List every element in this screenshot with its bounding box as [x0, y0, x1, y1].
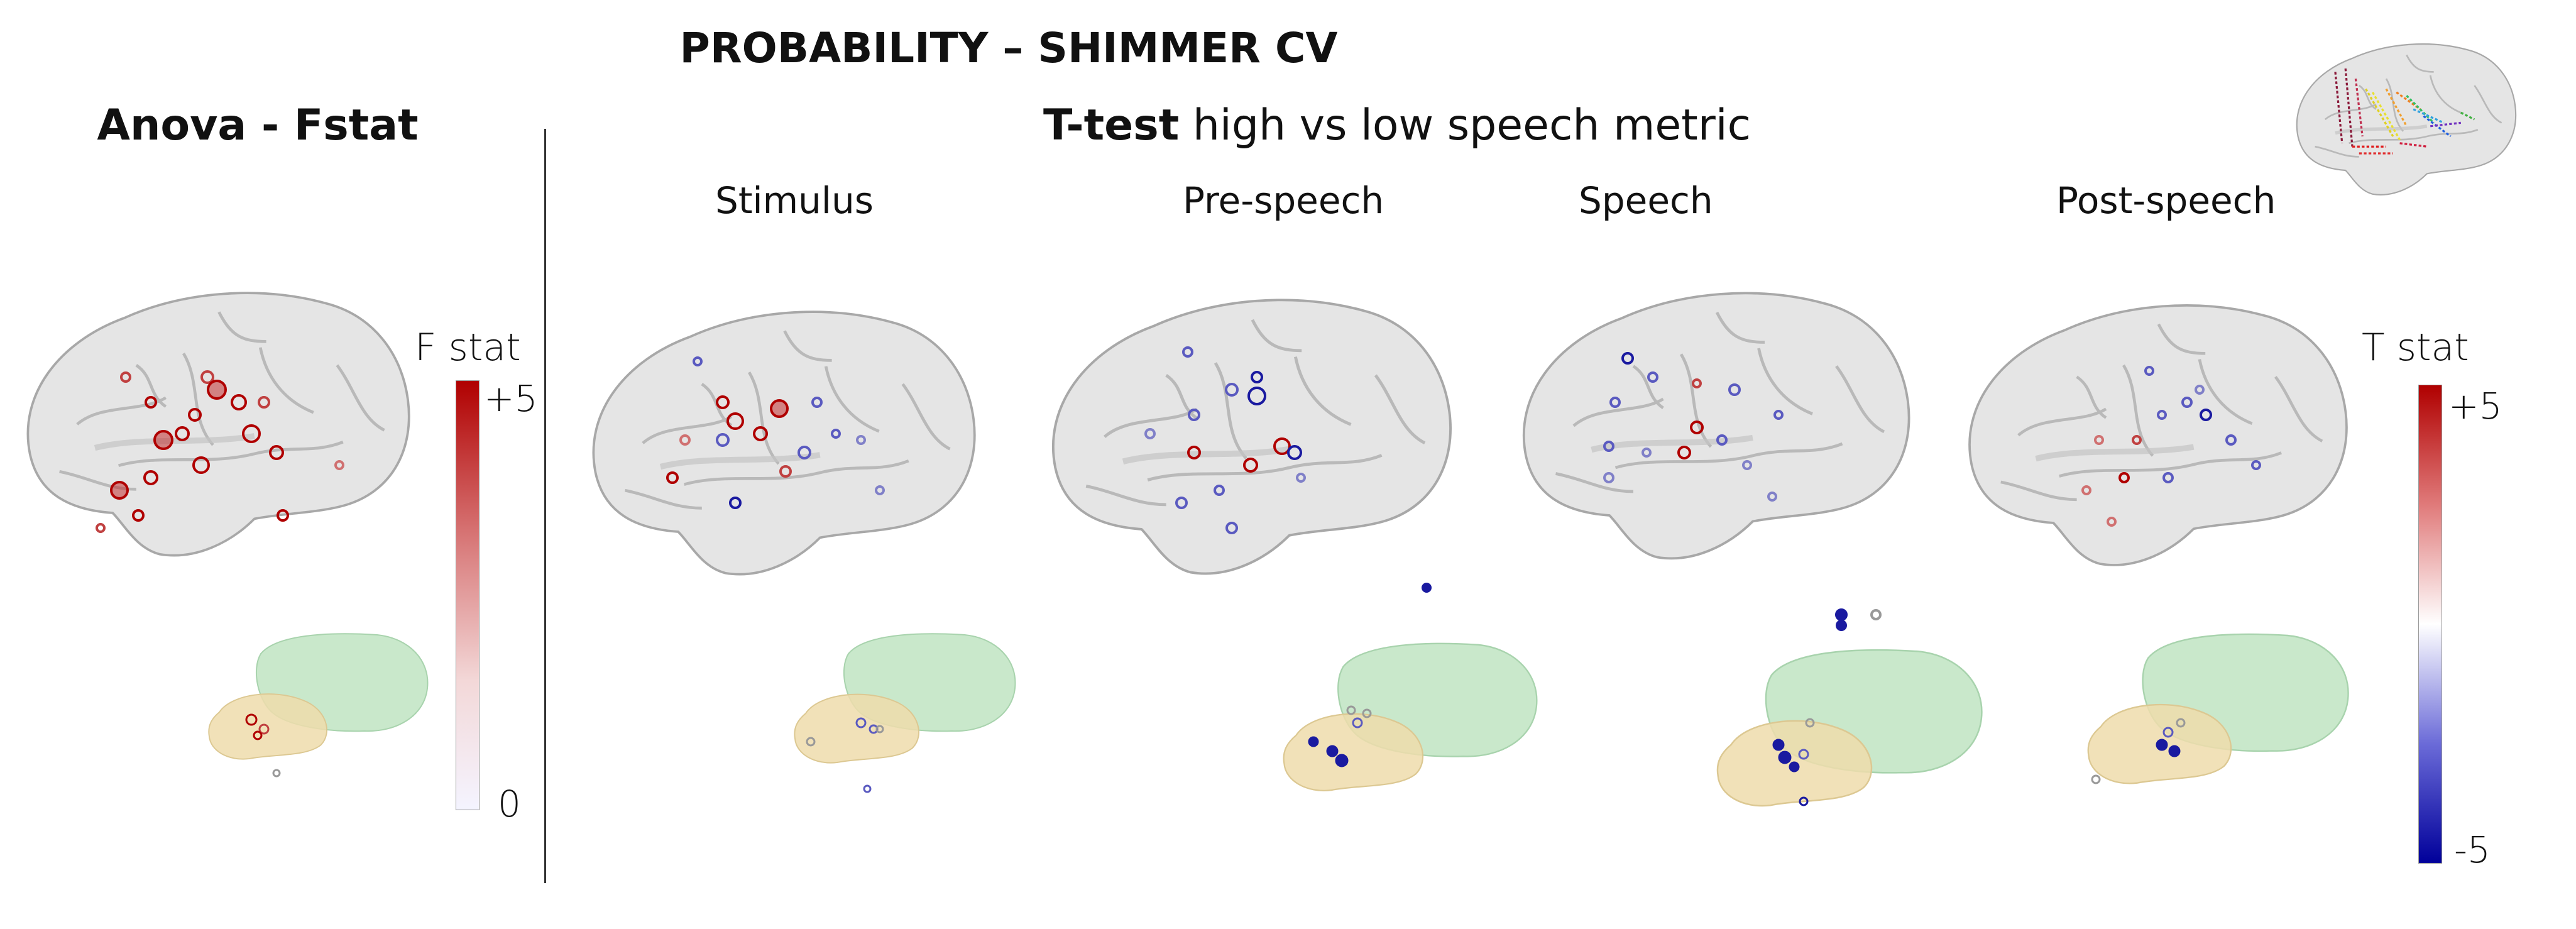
fstat-min-label: 0: [498, 783, 521, 825]
stimulus-electrodes: [666, 356, 885, 509]
anova-brain: [28, 293, 408, 555]
pre-speech-electrodes: [1144, 346, 1432, 593]
panel-divider: [544, 129, 546, 883]
ttest-title-bold: T-test: [1043, 101, 1180, 150]
tstat-colorbar-title: T stat: [2362, 326, 2469, 370]
tstat-min-label: -5: [2454, 828, 2491, 871]
condition-label-pre-speech: Pre-speech: [1183, 179, 1384, 222]
fstat-max-label: +5: [484, 377, 538, 420]
fstat-colorbar: [456, 380, 480, 810]
fstat-colorbar-title: F stat: [415, 326, 521, 370]
ttest-panel-title: T-test high vs low speech metric: [1043, 101, 1751, 150]
ttest-title-rest: high vs low speech metric: [1179, 101, 1751, 150]
anova-panel-title: Anova - Fstat: [97, 101, 419, 150]
tstat-colorbar: [2418, 385, 2442, 864]
speech-brain: [1524, 293, 1909, 558]
subcortical-electrodes: [245, 705, 2186, 806]
reference-brain-inset: [2297, 44, 2516, 195]
condition-label-stimulus: Stimulus: [715, 179, 874, 222]
condition-label-speech: Speech: [1579, 179, 1713, 222]
stimulus-subcortical-tan: [794, 693, 919, 764]
anova-electrodes: [96, 370, 344, 533]
stimulus-brain: [593, 312, 974, 574]
figure-title: PROBABILITY – SHIMMER CV: [679, 24, 1338, 72]
tstat-max-label: +5: [2448, 385, 2502, 427]
speech-electrodes: [1603, 352, 1882, 631]
condition-label-post-speech: Post-speech: [2056, 179, 2276, 222]
post-speech-electrodes: [2081, 366, 2261, 527]
pre-speech-brain: [1053, 300, 1450, 573]
post-speech-brain: [1970, 305, 2347, 565]
